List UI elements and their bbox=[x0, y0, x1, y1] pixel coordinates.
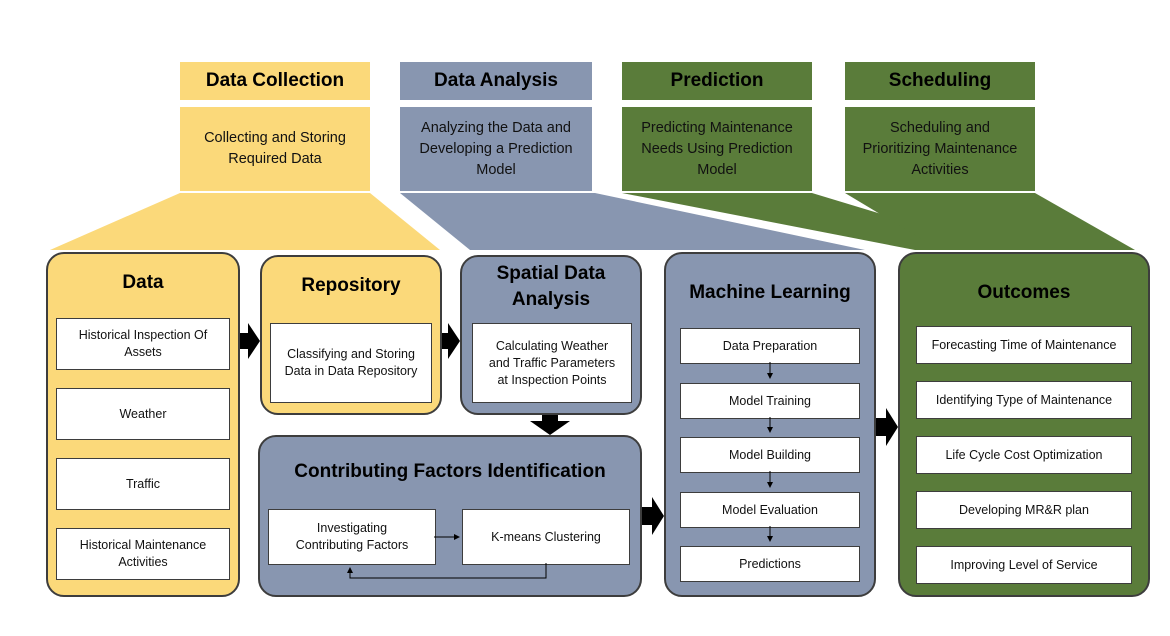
panel-title-line: Spatial Data bbox=[496, 263, 606, 284]
ml-item-predictions: Predictions bbox=[680, 546, 860, 582]
phase-title-data-collection: Data Collection bbox=[180, 62, 370, 100]
outcome-item-forecasting: Forecasting Time of Maintenance bbox=[916, 326, 1132, 364]
scheduling-connector bbox=[845, 193, 1135, 250]
phase-title-scheduling: Scheduling bbox=[845, 62, 1035, 100]
outcome-item-lcc: Life Cycle Cost Optimization bbox=[916, 436, 1132, 474]
panel-title-line: Analysis bbox=[511, 289, 591, 310]
ml-item-model-evaluation: Model Evaluation bbox=[680, 492, 860, 528]
phase-desc-line: Analyzing the Data and bbox=[421, 119, 571, 136]
data-panel: Data Historical Inspection Of Assets Weat… bbox=[46, 252, 240, 597]
phase-title-text: Scheduling bbox=[888, 70, 992, 91]
phase-title-data-analysis: Data Analysis bbox=[400, 62, 592, 100]
box-text-line: Assets bbox=[124, 345, 162, 359]
outcomes-panel-title: Outcomes bbox=[977, 282, 1071, 303]
phase-desc-line: Model bbox=[697, 161, 737, 178]
phase-desc-line: Collecting and Storing bbox=[204, 130, 346, 146]
arrow-factors-to-ml bbox=[642, 497, 664, 535]
contributing-factors-panel: Contributing Factors Identification Inve… bbox=[258, 435, 642, 597]
box-text-line: Historical Maintenance bbox=[79, 538, 207, 552]
machine-learning-panel: Machine Learning Data Preparation Model … bbox=[664, 252, 876, 597]
phase-desc-line: Needs Using Prediction bbox=[641, 140, 793, 157]
arrow-data-to-repository bbox=[240, 323, 260, 359]
box-text-line: Developing MR&R plan bbox=[959, 502, 1089, 517]
phase-desc-line: Model bbox=[476, 161, 516, 178]
box-text-line: Activities bbox=[118, 555, 168, 569]
prediction-connector bbox=[622, 193, 1000, 250]
box-text-line: Life Cycle Cost Optimization bbox=[945, 447, 1103, 462]
box-text-line: Weather bbox=[119, 406, 167, 421]
phase-desc-line: Scheduling and bbox=[890, 119, 990, 136]
box-text-line: Model Training bbox=[729, 393, 811, 408]
phase-desc-line: Predicting Maintenance bbox=[641, 119, 793, 136]
ml-panel-title: Machine Learning bbox=[689, 282, 851, 303]
phase-desc-line: Activities bbox=[911, 161, 969, 178]
phase-title-text: Prediction bbox=[670, 70, 764, 91]
arrow-repository-to-spatial bbox=[442, 323, 460, 359]
phase-desc-line: Developing a Prediction bbox=[419, 140, 573, 157]
arrow-ml-to-outcomes bbox=[876, 408, 898, 446]
factors-panel-title: Contributing Factors Identification bbox=[294, 461, 606, 482]
phase-title-prediction: Prediction bbox=[622, 62, 812, 100]
outcome-item-identifying: Identifying Type of Maintenance bbox=[916, 381, 1132, 419]
box-text-line: Historical Inspection Of bbox=[78, 328, 208, 342]
box-text-line: Model Building bbox=[729, 447, 811, 462]
ml-item-model-training: Model Training bbox=[680, 383, 860, 419]
data-panel-title: Data bbox=[122, 272, 164, 293]
phase-desc-line: Required Data bbox=[228, 151, 322, 167]
outcome-item-mrr-plan: Developing MR&R plan bbox=[916, 491, 1132, 529]
box-text-line: Identifying Type of Maintenance bbox=[935, 392, 1113, 407]
outcomes-panel: Outcomes Forecasting Time of Maintenance… bbox=[898, 252, 1150, 597]
box-text-line: Predictions bbox=[739, 556, 801, 571]
box-text-line: Classifying and Storing bbox=[287, 347, 415, 361]
box-text-line: Calculating Weather bbox=[495, 338, 609, 353]
box-text-line: Investigating bbox=[316, 521, 388, 535]
box-text-line: K-means Clustering bbox=[491, 529, 601, 544]
box-text-line: Improving Level of Service bbox=[950, 557, 1098, 572]
feedback-loop-line bbox=[347, 563, 547, 579]
data-item-traffic: Traffic bbox=[56, 458, 230, 510]
phase-desc-line: Prioritizing Maintenance bbox=[862, 140, 1018, 157]
box-text-line: Data in Data Repository bbox=[284, 364, 418, 378]
arrow-spatial-to-factors bbox=[530, 415, 570, 435]
kmeans-clustering-box: K-means Clustering bbox=[462, 509, 630, 565]
data-collection-connector bbox=[50, 193, 440, 250]
phase-title-text: Data Analysis bbox=[434, 70, 558, 91]
phase-title-text: Data Collection bbox=[205, 70, 345, 91]
box-text-line: Contributing Factors bbox=[295, 538, 409, 552]
outcome-item-level-of-service: Improving Level of Service bbox=[916, 546, 1132, 584]
data-item-weather: Weather bbox=[56, 388, 230, 440]
box-text-line: Forecasting Time of Maintenance bbox=[931, 337, 1117, 352]
box-text-line: Model Evaluation bbox=[722, 502, 818, 517]
box-text-line: at Inspection Points bbox=[497, 372, 607, 387]
data-item-historical-inspection: Historical Inspection Of Assets bbox=[56, 318, 230, 370]
box-text-line: and Traffic Parameters bbox=[488, 355, 616, 370]
box-text-line: Data Preparation bbox=[722, 338, 818, 353]
box-text-line: Traffic bbox=[125, 476, 161, 491]
spatial-box: Calculating Weather and Traffic Parameter… bbox=[472, 323, 632, 403]
repository-panel-title: Repository bbox=[301, 275, 401, 296]
data-analysis-connector bbox=[400, 193, 865, 250]
